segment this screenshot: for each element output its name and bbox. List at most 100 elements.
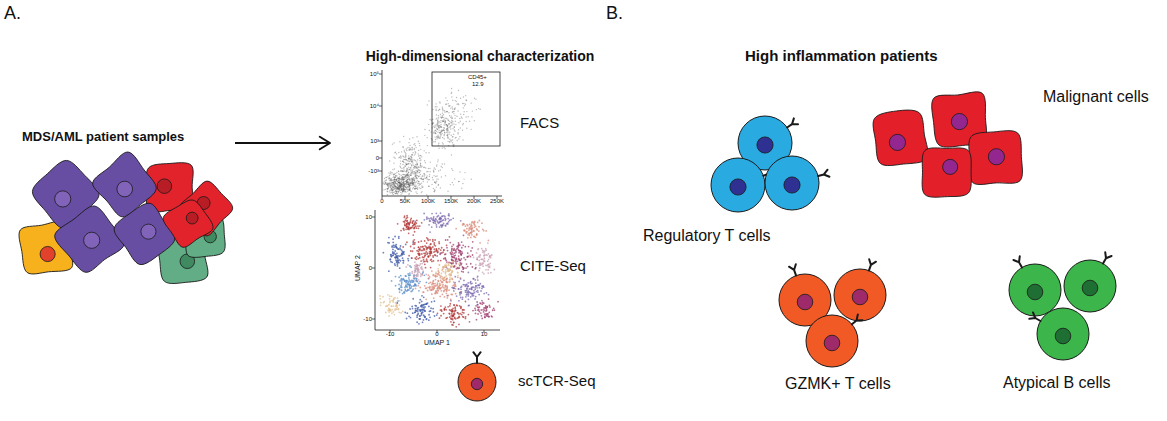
data-point [394,264,396,266]
data-point [396,247,398,249]
data-point [391,189,392,190]
data-point [385,189,386,190]
data-point [460,127,461,128]
data-point [402,179,403,180]
data-point [421,156,422,157]
data-point [407,179,408,180]
data-point [403,180,404,181]
data-point [466,111,467,112]
data-point [399,182,400,183]
data-point [443,119,444,120]
data-point [436,175,437,176]
data-point [409,272,411,274]
data-point [406,168,407,169]
data-point [451,123,452,124]
data-point [412,149,413,150]
data-point [407,179,408,180]
data-point [452,142,453,143]
data-point [428,186,429,187]
data-point [404,188,405,189]
data-point [406,148,407,149]
arrow-head [320,137,330,150]
data-point [400,275,402,277]
data-point [395,190,396,191]
data-point [449,219,451,221]
data-point [395,186,396,187]
data-point [487,260,489,262]
data-point [414,154,415,155]
data-point [419,167,420,168]
data-point [392,193,393,194]
data-point [465,104,466,105]
data-point [393,189,394,190]
data-point [451,154,452,155]
data-point [447,134,448,135]
data-point [408,160,409,161]
data-point [439,132,440,133]
data-point [449,127,450,128]
data-point [405,183,406,184]
data-point [403,228,405,230]
data-point [436,128,437,129]
data-point [395,151,396,152]
data-point [394,177,395,178]
data-point [478,260,480,262]
data-point [407,186,408,187]
data-point [419,145,420,146]
data-point [442,130,443,131]
data-point [471,234,473,236]
data-point [401,192,402,193]
data-point [412,234,414,236]
data-point [441,247,443,249]
data-point [408,275,410,277]
data-point [411,157,412,158]
data-point [460,98,461,99]
data-point [444,122,445,123]
data-point [427,104,428,105]
data-point [410,190,411,191]
data-point [413,228,415,230]
data-point [458,104,459,105]
data-point [408,155,409,156]
data-point [437,290,439,292]
data-point [409,149,410,150]
data-point [383,181,384,182]
data-point [388,182,389,183]
data-point [420,163,421,164]
data-point [450,125,451,126]
data-point [454,131,455,132]
data-point [399,185,400,186]
data-point [413,187,414,188]
data-point [441,117,442,118]
data-point [393,182,394,183]
data-point [408,172,409,173]
data-point [439,127,440,128]
data-point [388,183,389,184]
data-point [390,187,391,188]
data-point [396,181,397,182]
data-point [400,255,402,257]
data-point [401,151,402,152]
data-point [390,171,391,172]
data-point [415,176,416,177]
data-point [434,220,436,222]
data-point [457,140,458,141]
data-point [403,184,404,185]
data-point [460,277,462,279]
data-point [455,100,456,101]
data-point [409,287,411,289]
data-point [443,114,444,115]
data-point [458,258,460,260]
data-point [409,287,411,289]
plot-panel: CITE-Seq [352,205,592,348]
data-point [388,237,390,239]
data-point [386,184,387,185]
data-point [405,152,406,153]
data-point [437,120,438,121]
data-point [444,122,445,123]
data-point [414,148,415,149]
data-point [433,169,434,170]
data-point [437,161,438,162]
data-point [447,223,449,225]
data-point [417,170,418,171]
